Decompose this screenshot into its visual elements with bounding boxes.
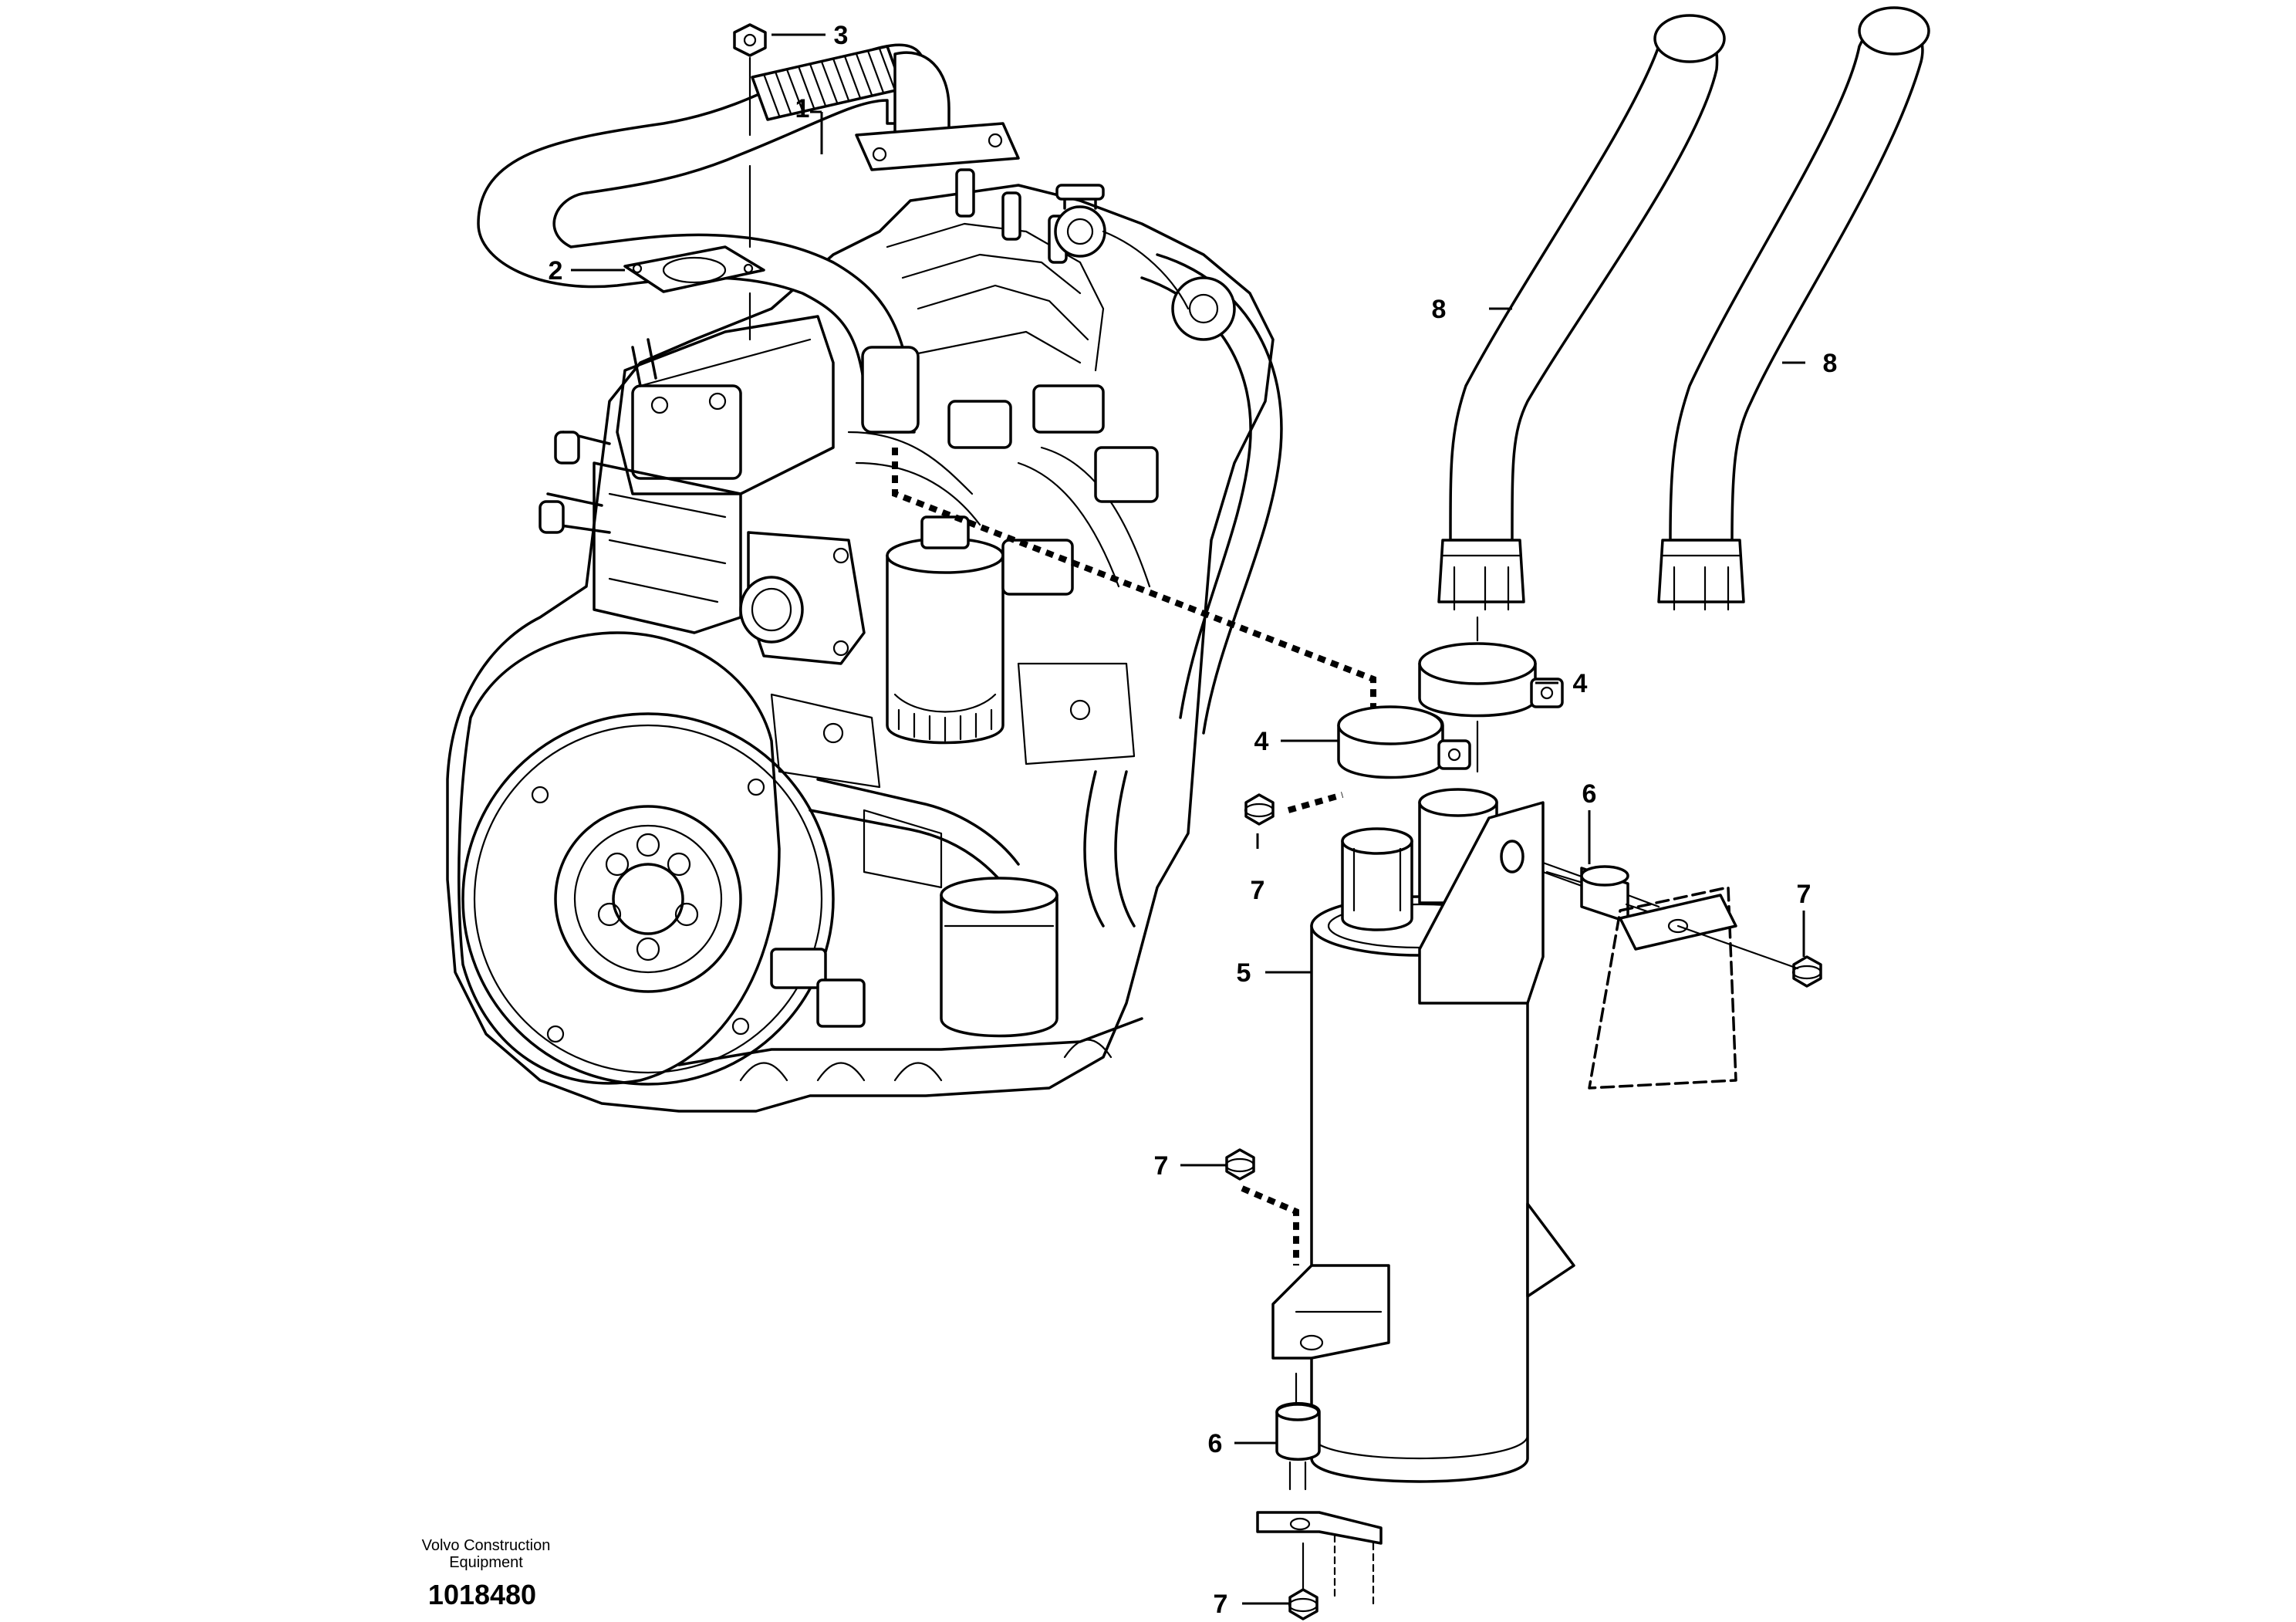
rubber-mount-part-6-lower — [1275, 1372, 1321, 1491]
callout-1: 1 — [795, 94, 810, 123]
bracket-routing-dashed-line — [1287, 792, 1344, 813]
callout-7-c: 7 — [1154, 1151, 1169, 1181]
callout-2: 2 — [549, 256, 563, 286]
clamp-part-4-lower — [1337, 705, 1471, 779]
callout-6-upper: 6 — [1582, 779, 1597, 809]
tailpipe-part-8-right — [1657, 6, 1930, 611]
engine-assembly — [446, 168, 1283, 1113]
frame-mounting-plate-right — [1588, 886, 1799, 1090]
muffler-part-5 — [1271, 788, 1575, 1483]
callout-8-left: 8 — [1432, 295, 1447, 324]
lower-bracket-dashed-line — [1241, 1185, 1299, 1265]
callout-7-d: 7 — [1214, 1590, 1228, 1619]
frame-mounting-plate-lower — [1256, 1511, 1383, 1607]
callout-3: 3 — [834, 21, 849, 50]
rubber-mount-part-6-upper — [1541, 861, 1660, 924]
flange-nut-part-7-b — [1791, 955, 1822, 988]
clamp-part-4-upper — [1418, 616, 1564, 773]
flange-nut-part-7-d — [1288, 1588, 1319, 1620]
tailpipe-part-8-left — [1437, 14, 1726, 611]
callout-6-lower: 6 — [1208, 1429, 1223, 1458]
callout-5: 5 — [1237, 958, 1251, 988]
callout-7-b: 7 — [1797, 880, 1811, 909]
callout-7-a: 7 — [1251, 876, 1265, 905]
brand-line-2: Equipment — [449, 1554, 523, 1571]
callout-4-upper-clamp: 4 — [1573, 669, 1588, 698]
nut-part-3 — [733, 23, 767, 137]
flange-nut-part-7-a — [1244, 793, 1275, 826]
flange-nut-part-7-c — [1224, 1148, 1255, 1181]
exhaust-pipe-part-1 — [477, 43, 1020, 434]
brand-line-1: Volvo Construction — [421, 1537, 551, 1554]
callout-8-right: 8 — [1823, 349, 1838, 378]
drawing-number: 1018480 — [427, 1579, 537, 1610]
callout-leaders — [571, 33, 1805, 1605]
callout-4-lower-clamp: 4 — [1254, 727, 1269, 756]
callout-labels: 1 2 3 4 4 5 6 6 7 7 7 7 8 8 — [549, 21, 1838, 1619]
gasket-part-2 — [623, 164, 765, 341]
